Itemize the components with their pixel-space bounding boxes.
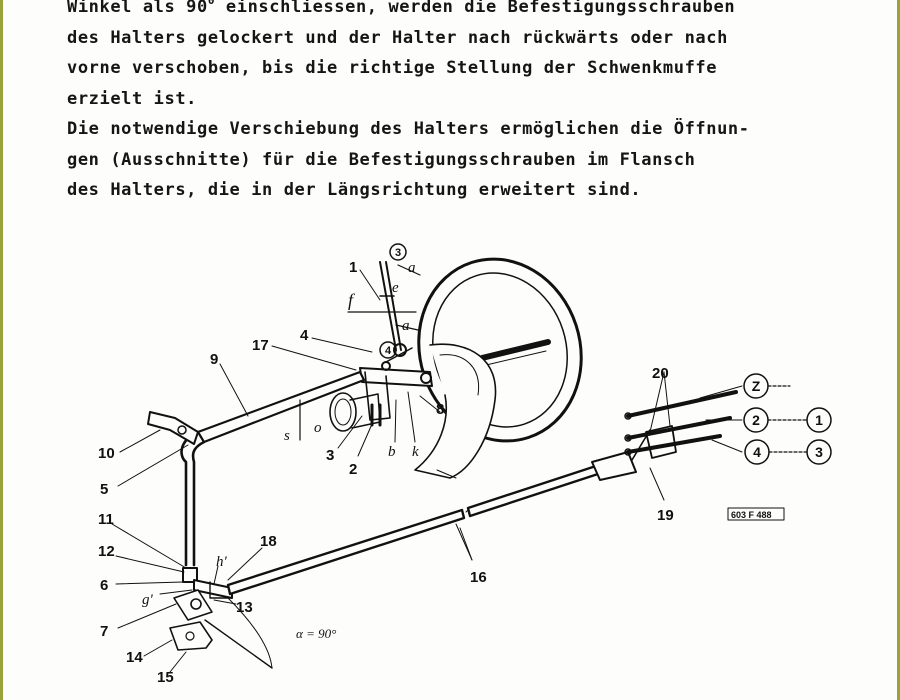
long-rod-16 (226, 464, 600, 596)
label-12: 12 (98, 543, 115, 560)
bracket-10 (147, 411, 199, 445)
drawing-number-box (727, 507, 785, 521)
circled-2: 2 (752, 412, 760, 428)
label-e: e (392, 280, 399, 296)
label-h: h' (216, 554, 228, 570)
label-a-mid: a (402, 318, 410, 334)
right-frame-border (897, 0, 900, 700)
shift-rods-20 (624, 390, 738, 456)
label-1: 1 (349, 259, 357, 276)
shift-lever (379, 261, 407, 357)
column-mechanism (329, 347, 433, 432)
label-15: 15 (157, 669, 174, 686)
label-s: s (284, 428, 290, 444)
angle-label: α = 90° (296, 626, 336, 641)
label-4: 4 (300, 327, 309, 344)
steering-column-housing (414, 343, 497, 479)
label-3: 3 (326, 447, 334, 464)
label-a-top: a (408, 260, 416, 276)
label-8: 8 (436, 401, 444, 418)
label-19: 19 (657, 507, 674, 524)
label-13: 13 (236, 599, 253, 616)
circle-connectors (767, 385, 808, 453)
text-line-2: des Halters gelockert und der Halter nac… (67, 27, 728, 48)
steering-column-gearshift-diagram: 1 2 3 4 5 6 7 8 9 10 11 12 13 14 15 16 1… (98, 243, 832, 686)
text-line-6: gen (Ausschnitte) für die Befestigungssc… (67, 149, 696, 170)
label-9: 9 (210, 351, 218, 368)
label-10: 10 (98, 445, 115, 462)
text-line-3: vorne verschoben, bis die richtige Stell… (67, 58, 718, 78)
steering-wheel (417, 257, 583, 443)
gearbox-linkage-19 (591, 425, 677, 481)
circled-1: 1 (815, 412, 823, 428)
label-2: 2 (349, 461, 357, 478)
circled-4-column: 4 (385, 345, 392, 357)
label-g: g' (142, 592, 154, 608)
leader-lines (111, 269, 743, 673)
text-line-1: Winkel als 900 einschliessen, werden die… (67, 0, 887, 23)
dimension-arrows (299, 264, 421, 441)
text-line-5: Die notwendige Verschiebung des Halters … (67, 119, 750, 139)
text-line-4: erzielt ist. (67, 88, 198, 109)
drawing-number: 603 F 488 (731, 510, 772, 520)
label-f: f (348, 290, 356, 310)
degree-superscript: 0 (207, 0, 216, 7)
label-o: o (314, 420, 322, 436)
circled-z: Z (752, 378, 761, 394)
circled-4: 4 (753, 444, 761, 460)
left-frame-border (0, 0, 3, 700)
label-14: 14 (126, 649, 143, 666)
label-16: 16 (470, 569, 487, 586)
circled-3: 3 (815, 444, 823, 460)
label-5: 5 (100, 481, 108, 498)
circled-3-top: 3 (395, 247, 401, 259)
label-7: 7 (100, 623, 108, 640)
label-6: 6 (100, 577, 108, 594)
label-17: 17 (252, 337, 269, 354)
label-20: 20 (652, 365, 669, 382)
body-text: Winkel als 900 einschliessen, werden die… (67, 0, 887, 206)
label-k: k (412, 444, 419, 460)
label-b: b (388, 444, 396, 460)
lower-joint-assembly (169, 567, 233, 651)
text-line-7: des Halters, die in der Längsrichtung er… (67, 180, 642, 200)
angle-dimension (204, 597, 273, 669)
label-11: 11 (98, 511, 114, 528)
label-18: 18 (260, 533, 277, 550)
